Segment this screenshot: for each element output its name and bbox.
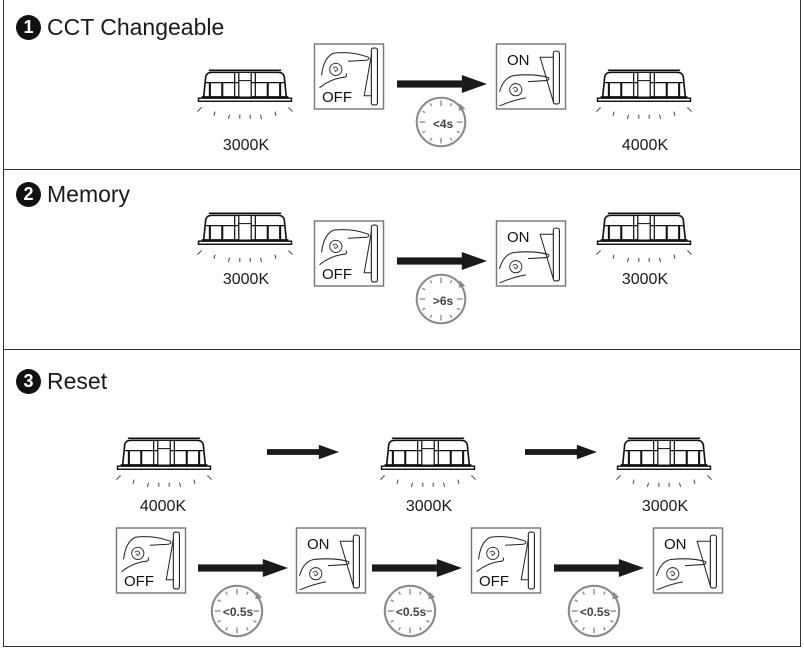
lamp-icon	[592, 205, 696, 267]
arrow-icon	[397, 75, 487, 93]
section-heading-memory: 2 Memory	[16, 181, 130, 208]
step-number-badge: 3	[16, 369, 41, 394]
timer-label: >6s	[433, 294, 454, 308]
switch-state-label: OFF	[322, 266, 352, 283]
cct-label: 3000K	[621, 271, 669, 288]
switch-off-icon: OFF	[313, 220, 385, 287]
switch-state-label: ON	[664, 536, 687, 553]
step-number-badge: 1	[16, 15, 41, 40]
section-heading-reset: 3 Reset	[16, 368, 107, 395]
lamp-icon	[193, 205, 297, 267]
timer-label: <0.5s	[580, 605, 611, 619]
clock-timer-icon: <0.5s	[208, 582, 266, 640]
switch-off-icon: OFF	[313, 43, 385, 110]
clock-timer-icon: <0.5s	[381, 582, 439, 640]
switch-state-label: ON	[507, 229, 530, 246]
clock-timer-icon: <0.5s	[565, 582, 623, 640]
arrow-icon	[554, 559, 644, 577]
section-title: Memory	[47, 181, 131, 207]
section-divider	[3, 349, 801, 350]
section-title: CCT Changeable	[47, 14, 225, 40]
timer-label: <4s	[433, 117, 454, 131]
diagram-frame	[3, 0, 801, 647]
cct-label: 3000K	[641, 498, 689, 515]
cct-label: 3000K	[222, 271, 270, 288]
cct-label: 3000K	[222, 137, 270, 154]
arrow-icon	[397, 252, 487, 270]
timer-label: <0.5s	[223, 605, 254, 619]
switch-state-label: OFF	[124, 573, 154, 590]
cct-label: 4000K	[621, 137, 669, 154]
lamp-icon	[592, 62, 696, 124]
lamp-icon	[112, 430, 216, 492]
arrow-icon	[267, 443, 339, 461]
timer-label: <0.5s	[396, 605, 427, 619]
lamp-icon	[376, 430, 480, 492]
section-divider	[3, 169, 801, 170]
switch-state-label: ON	[307, 536, 330, 553]
switch-on-icon: ON	[295, 527, 367, 594]
arrow-icon	[198, 559, 288, 577]
clock-timer-icon: <4s	[413, 94, 469, 150]
lamp-icon	[193, 62, 297, 124]
arrow-icon	[525, 443, 597, 461]
section-heading-cct: 1 CCT Changeable	[16, 14, 224, 41]
switch-state-label: OFF	[322, 89, 352, 106]
switch-on-icon: ON	[652, 527, 724, 594]
switch-on-icon: ON	[495, 43, 567, 110]
cct-label: 4000K	[139, 498, 187, 515]
step-number-badge: 2	[16, 182, 41, 207]
cct-label: 3000K	[405, 498, 453, 515]
switch-off-icon: OFF	[470, 527, 542, 594]
lamp-icon	[612, 430, 716, 492]
section-title: Reset	[47, 368, 108, 394]
switch-off-icon: OFF	[115, 527, 187, 594]
switch-on-icon: ON	[495, 220, 567, 287]
switch-state-label: ON	[507, 52, 530, 69]
arrow-icon	[372, 559, 462, 577]
clock-timer-icon: >6s	[413, 271, 469, 327]
switch-state-label: OFF	[479, 573, 509, 590]
